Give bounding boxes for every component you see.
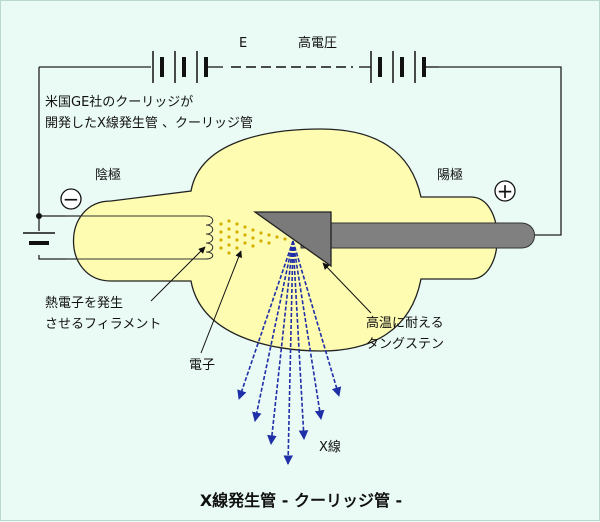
filament-label-line2: させるフィラメント bbox=[45, 317, 161, 332]
pointer-arrows bbox=[150, 246, 372, 354]
filament-label-line1: 熱電子を発生 bbox=[45, 296, 123, 311]
ge-tube-caption-line2: 開発したX線発生管 、クーリッジ管 bbox=[45, 115, 253, 131]
high-voltage-label: 高電圧 bbox=[298, 35, 337, 51]
junction-dot bbox=[36, 213, 42, 219]
filament-coil bbox=[66, 215, 214, 260]
xray-beams bbox=[237, 240, 342, 465]
battery-e-label: E bbox=[239, 36, 247, 51]
high-voltage-battery-right bbox=[359, 51, 439, 83]
high-voltage-battery-left bbox=[152, 51, 223, 83]
minus-sign: − bbox=[63, 187, 80, 211]
diagram-title: X線発生管 - クーリッジ管 - bbox=[200, 491, 402, 510]
ge-tube-caption-line1: 米国GE社のクーリッジが bbox=[45, 94, 193, 110]
tungsten-target bbox=[252, 211, 332, 268]
cathode-minus-symbol: − bbox=[60, 187, 82, 211]
cathode-label: 陰極 bbox=[95, 167, 121, 183]
anode-plus-symbol: + bbox=[494, 179, 516, 203]
tungsten-label-line2: タングステン bbox=[366, 337, 444, 352]
electron-label: 電子 bbox=[189, 358, 215, 373]
electron-stream bbox=[219, 219, 287, 255]
xray-label: X線 bbox=[319, 439, 341, 455]
filament-battery bbox=[23, 232, 55, 245]
anode-label: 陽極 bbox=[437, 167, 463, 183]
plus-sign: + bbox=[497, 179, 514, 203]
tungsten-label-line1: 高温に耐える bbox=[366, 315, 444, 331]
anode-rod bbox=[300, 222, 535, 249]
